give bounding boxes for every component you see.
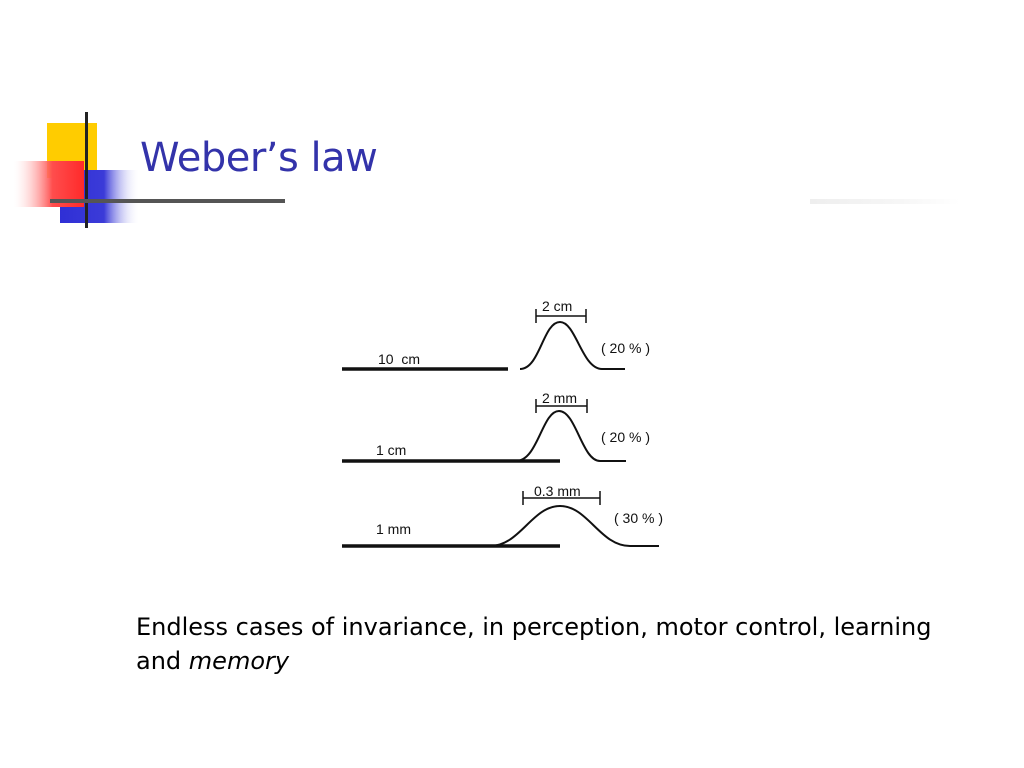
width-bracket-2 [535,399,588,413]
title-underline [50,199,285,203]
weber-law-diagram: 10 cm 2 cm ( 20 % ) 1 cm 2 mm ( 20 % ) 1… [342,298,663,548]
base-label-2: 1 cm [376,442,406,458]
slide-caption: Endless cases of invariance, in percepti… [136,610,976,678]
diagram-row-3: 1 mm 0.3 mm ( 30 % ) [342,483,663,548]
gaussian-curve-1 [519,320,625,370]
gaussian-curve-3 [489,504,659,547]
width-label-3: 0.3 mm [534,483,581,499]
width-bracket-1 [535,309,587,323]
width-bracket-3 [522,491,601,505]
ratio-label-1: ( 20 % ) [601,340,650,356]
slide-logo-graphic [14,112,140,228]
ratio-label-2: ( 20 % ) [601,429,650,445]
caption-text: Endless cases of invariance, in percepti… [136,613,932,675]
width-label-2: 2 mm [542,390,577,406]
right-divider [810,199,960,204]
slide-title: Weber’s law [140,135,378,181]
width-label-1: 2 cm [542,298,572,314]
diagram-row-2: 1 cm 2 mm ( 20 % ) [342,390,650,463]
diagram-row-1: 10 cm 2 cm ( 20 % ) [342,298,650,371]
base-label-3: 1 mm [376,521,411,537]
logo-vertical-rule [85,112,88,228]
gaussian-curve-2 [515,409,626,462]
caption-emphasis: memory [188,647,290,675]
ratio-label-3: ( 30 % ) [614,510,663,526]
base-label-1: 10 cm [378,351,420,367]
